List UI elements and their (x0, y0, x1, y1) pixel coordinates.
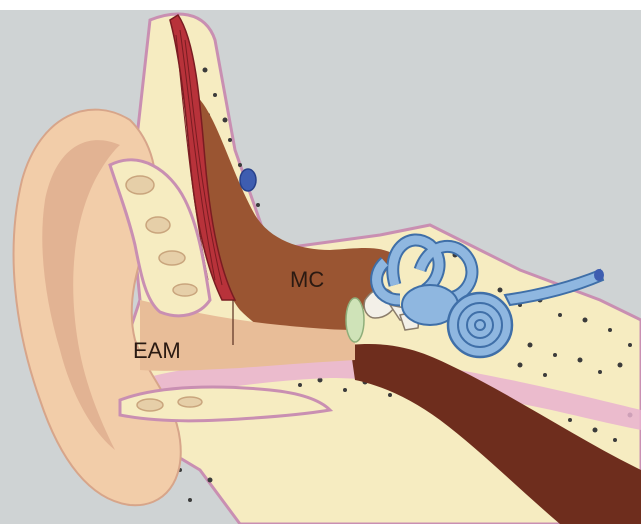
eardrum (346, 298, 364, 342)
top-margin (0, 0, 641, 10)
blue-vessel (240, 169, 256, 191)
cochlea (448, 293, 512, 357)
nerve-end (594, 269, 604, 281)
label-mc: MC (290, 267, 324, 292)
label-eam: EAM (133, 338, 181, 363)
